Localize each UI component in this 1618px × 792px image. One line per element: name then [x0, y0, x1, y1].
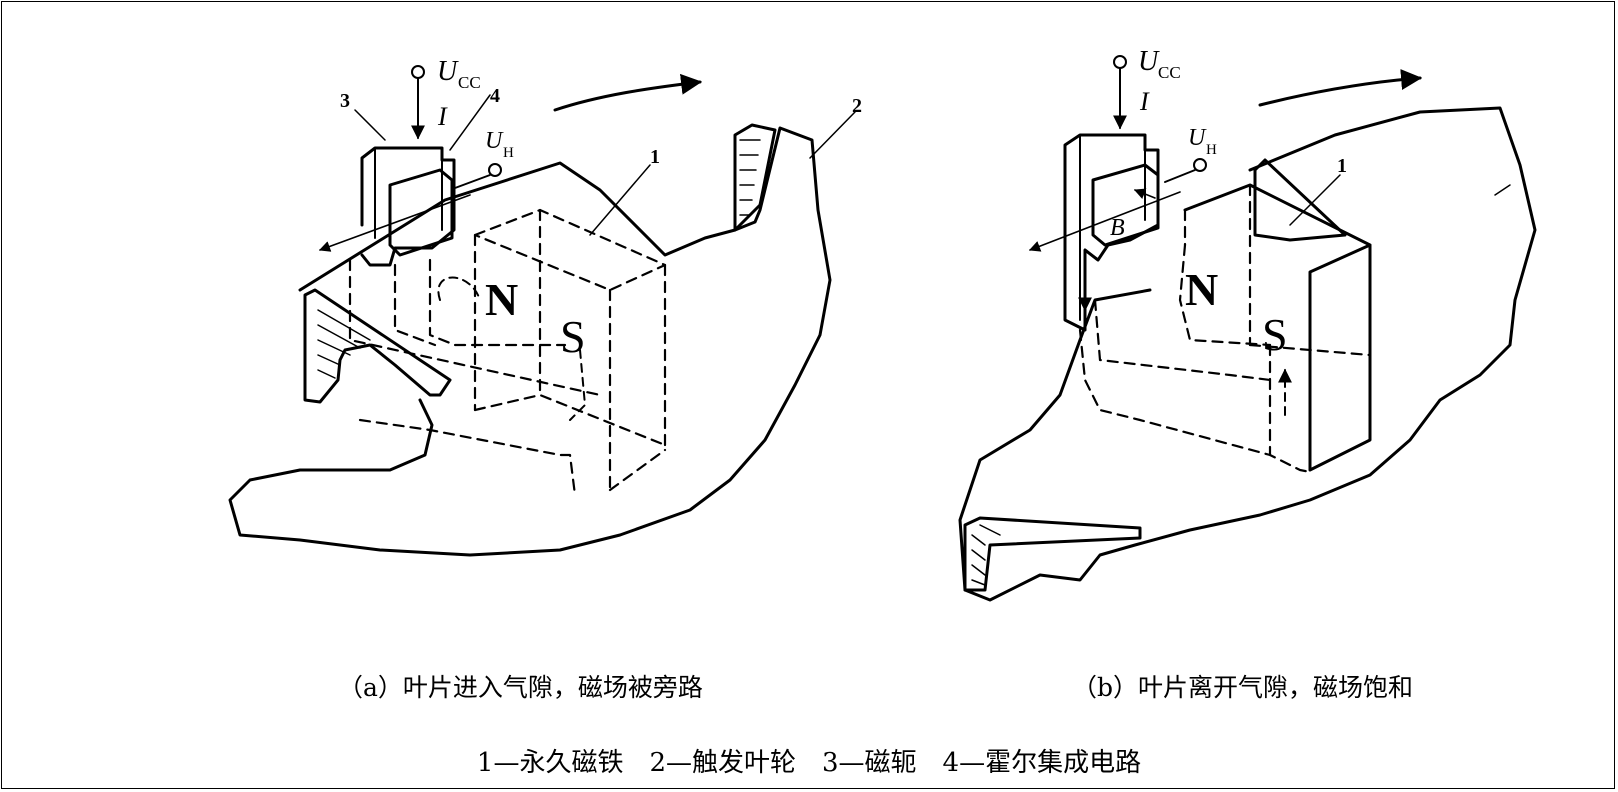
uh-label-a: U — [485, 128, 504, 154]
south-pole-b: S — [1262, 309, 1288, 360]
caption-a: （a）叶片进入气隙，磁场被旁路 — [338, 673, 703, 702]
north-pole-a: N — [485, 274, 518, 325]
north-pole-b: N — [1185, 264, 1218, 315]
vane-top-a — [733, 123, 777, 232]
label-4-a: 4 — [490, 85, 500, 107]
field-label-b: B — [1110, 215, 1125, 241]
hall-ic-a — [388, 168, 454, 257]
vane-a — [303, 288, 452, 404]
label-3-a: 3 — [340, 90, 350, 112]
rotation-arrow-a — [553, 73, 703, 112]
south-pole-a: S — [560, 311, 586, 362]
ucc-label-b: U — [1138, 46, 1160, 77]
ucc-label-a: U — [437, 56, 459, 87]
vane-top-b — [1253, 158, 1347, 242]
magnetic-yoke-a — [360, 146, 456, 267]
label-1-b: 1 — [1337, 155, 1347, 177]
uh-sub-a: H — [503, 145, 514, 161]
trigger-wheel-outline-a — [228, 126, 832, 557]
current-label-a: I — [437, 102, 448, 131]
vane-bottom-b — [963, 516, 1142, 592]
hall-ic-b — [1091, 163, 1160, 247]
trigger-wheel-outline-b — [958, 106, 1537, 602]
figure-b-drawing — [958, 55, 1537, 602]
label-2-a: 2 — [852, 95, 862, 117]
figure-a-drawing — [228, 65, 856, 557]
permanent-magnet-b — [1183, 183, 1372, 472]
label-1-a: 1 — [650, 146, 660, 168]
ucc-sub-a: CC — [458, 73, 481, 92]
uh-label-b: U — [1188, 125, 1207, 151]
permanent-magnet-a — [348, 208, 667, 497]
legend: 1—永久磁铁 2—触发叶轮 3—磁轭 4—霍尔集成电路 — [476, 748, 1142, 778]
current-label-b: I — [1139, 87, 1150, 116]
ucc-sub-b: CC — [1158, 63, 1181, 82]
rotation-arrow-b — [1258, 69, 1423, 107]
uh-sub-b: H — [1206, 142, 1217, 158]
caption-b: （b）叶片离开气隙，磁场饱和 — [1072, 673, 1414, 702]
